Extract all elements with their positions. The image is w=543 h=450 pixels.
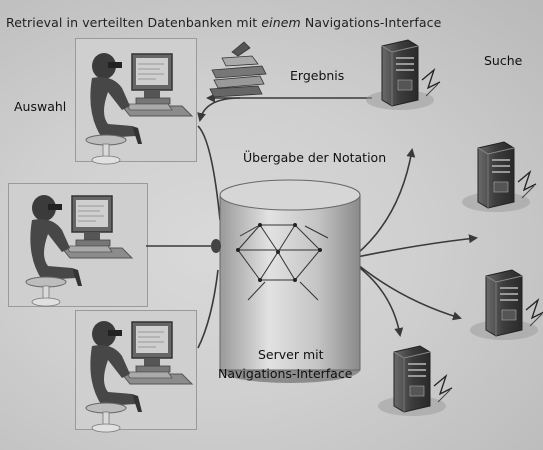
arrow-top-to-server — [197, 125, 221, 221]
workstation-middle-icon — [25, 194, 133, 307]
label-server-line2: Navigations-Interface — [218, 366, 353, 381]
label-auswahl: Auswahl — [14, 99, 67, 114]
database-cylinder-icon — [211, 179, 361, 383]
label-uebergabe: Übergabe der Notation — [243, 150, 387, 165]
label-suche: Suche — [484, 53, 523, 68]
books-stack-icon — [209, 41, 267, 98]
server-tower-icon-4 — [377, 345, 453, 417]
arrow-server-to-search-2 — [351, 234, 478, 259]
server-tower-icon-2 — [461, 141, 537, 213]
title-prefix: Retrieval in verteilten Datenbanken mit — [6, 15, 262, 30]
server-tower-icon-1 — [365, 39, 441, 111]
label-ergebnis: Ergebnis — [290, 68, 345, 83]
label-server-line1: Server mit — [258, 347, 324, 362]
server-tower-icon-3 — [469, 269, 543, 341]
title-emphasis: einem — [261, 15, 301, 30]
arrow-server-to-search-top — [351, 148, 416, 259]
title-suffix: Navigations-Interface — [300, 15, 442, 30]
diagram-title: Retrieval in verteilten Datenbanken mit … — [6, 15, 441, 30]
workstation-bottom-icon — [85, 320, 193, 433]
arrow-bottom-to-server — [197, 269, 219, 349]
arrow-server-to-search-3 — [351, 259, 462, 321]
workstation-top-icon — [85, 52, 193, 165]
arrow-result-to-top-workstation — [197, 97, 241, 122]
